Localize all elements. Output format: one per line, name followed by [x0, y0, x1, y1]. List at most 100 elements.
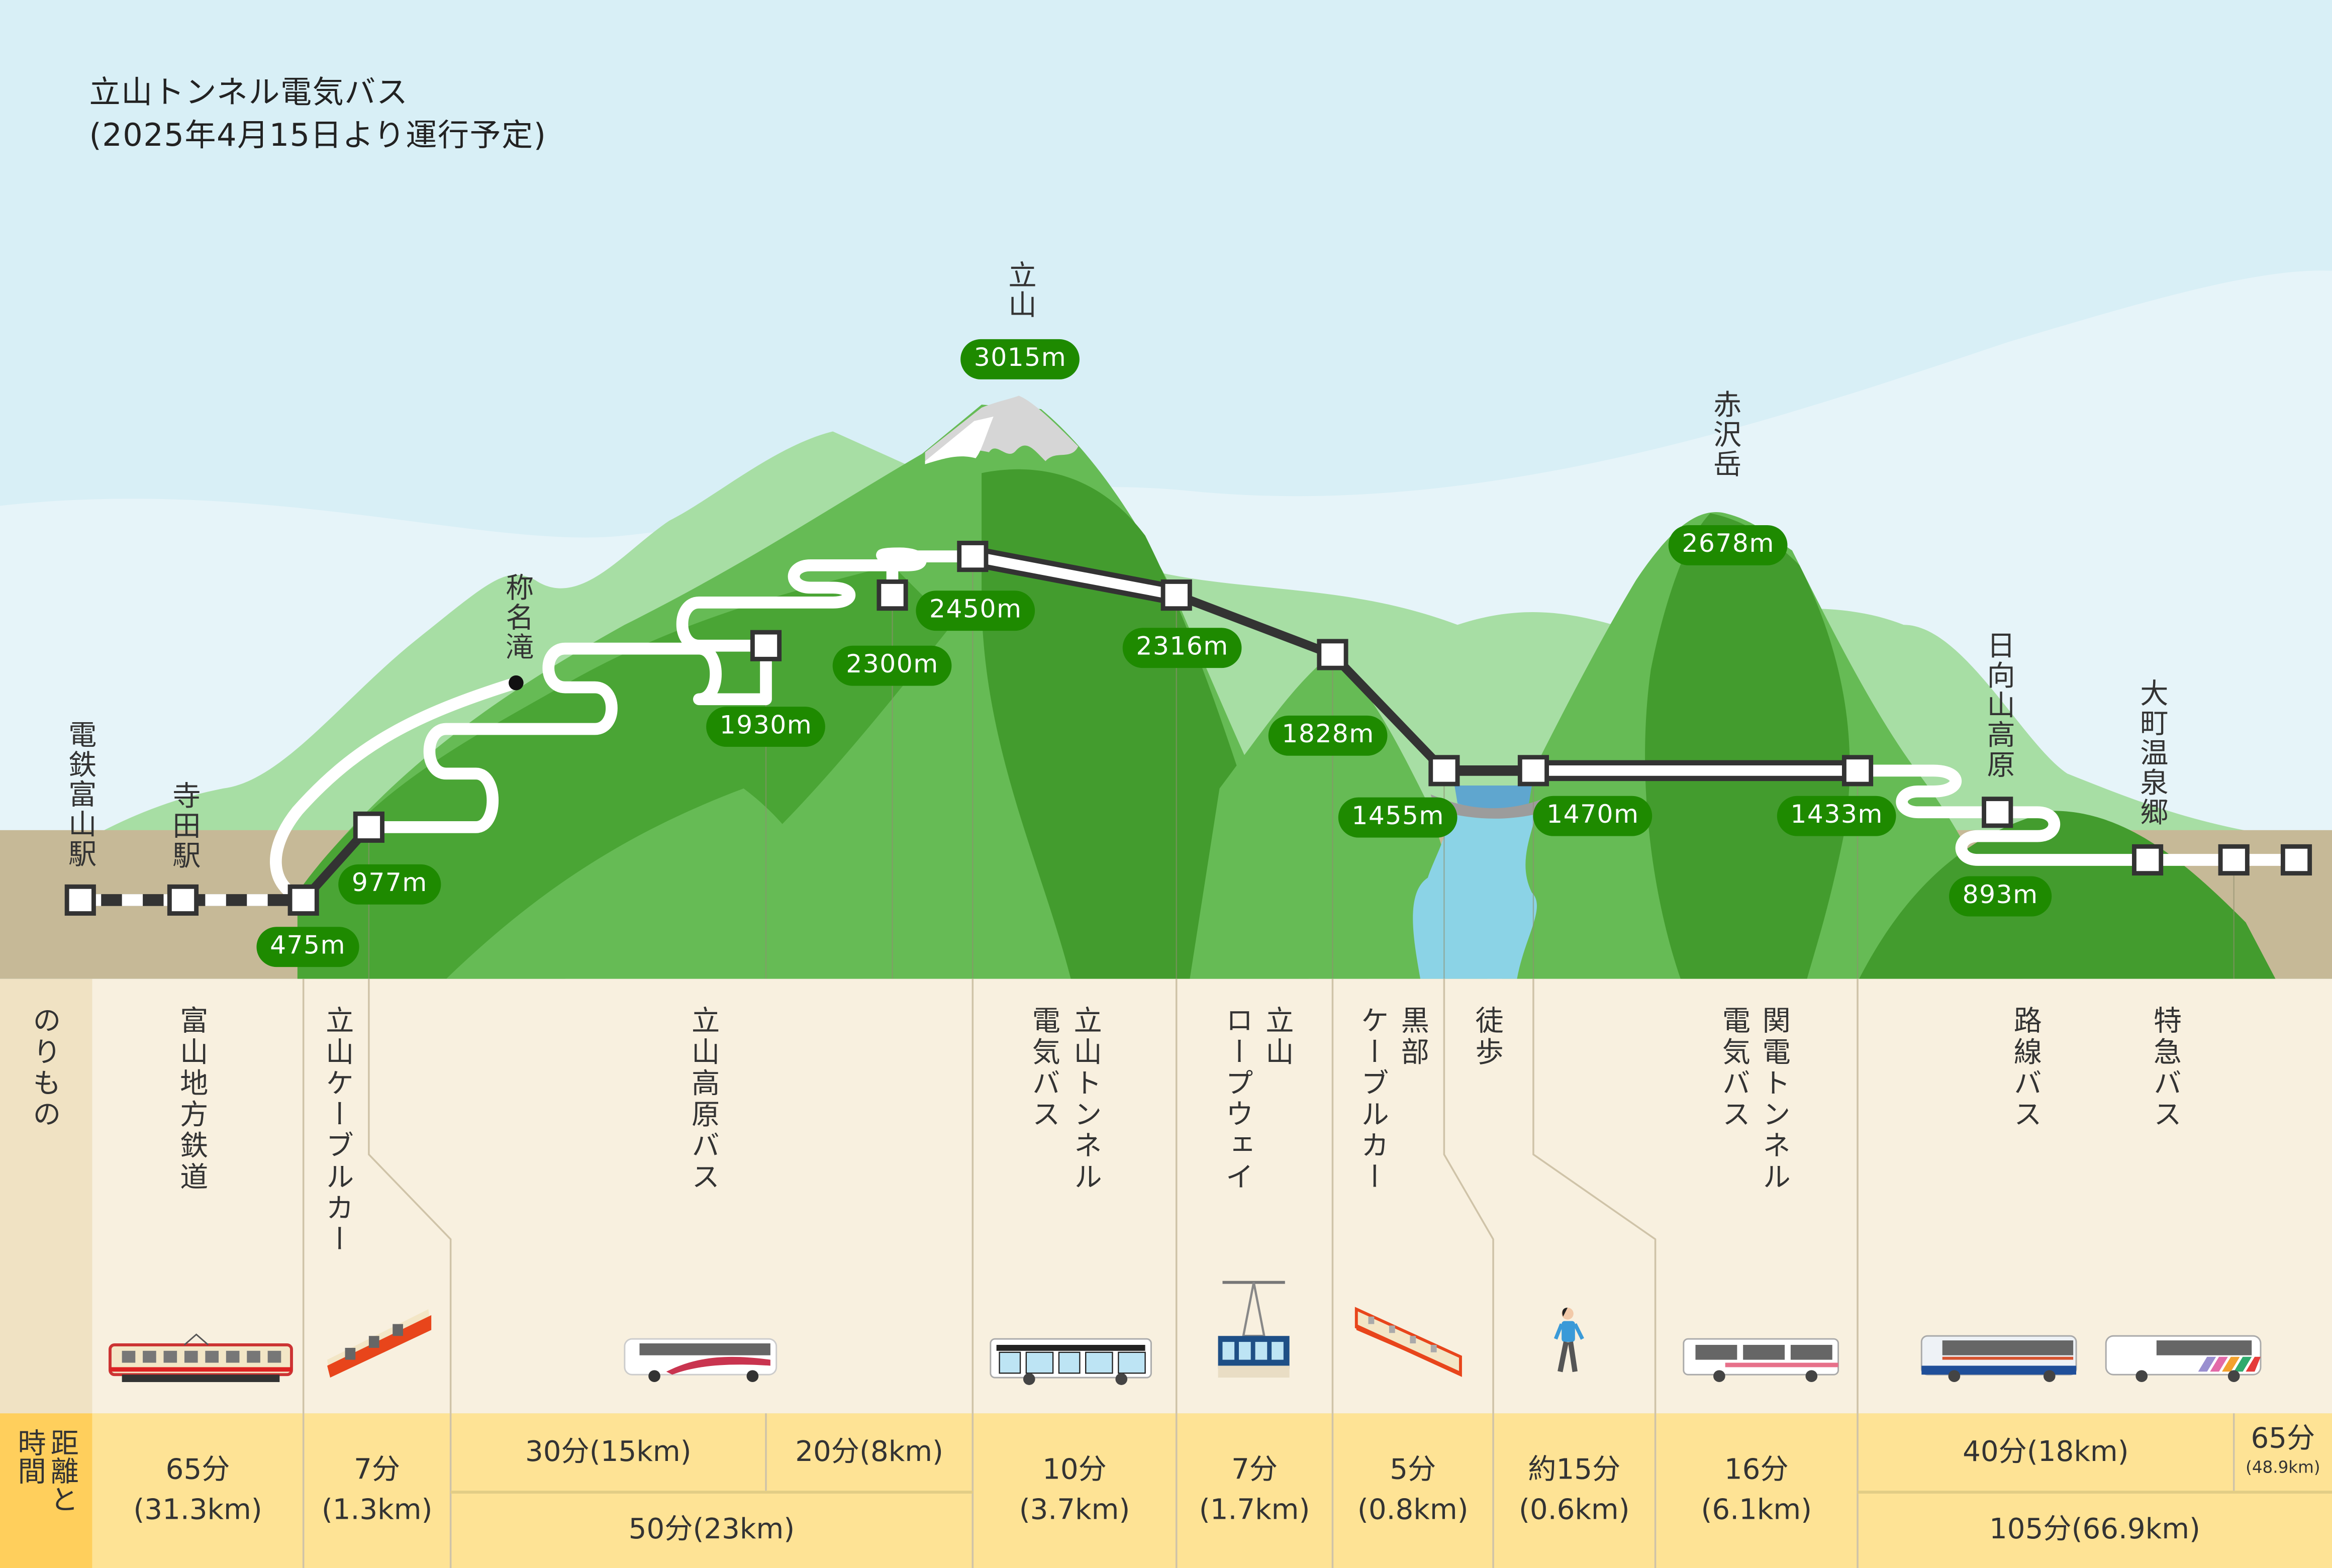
station-marker-omachi-2: [2218, 844, 2250, 876]
mode-label-kanden-tunnel-bus-2: 電気バス: [1717, 1006, 1751, 1131]
tateyama-snow-light: [925, 416, 994, 464]
time-cell-tateyama-tunnel-bus: 10分 (3.7km): [973, 1413, 1176, 1568]
altitude-badge-akazawa: 2678m: [1668, 525, 1788, 565]
mode-label-ropeway-1: 立山: [1261, 1006, 1294, 1068]
mode-label-tateyama-cable-car: 立山ケーブルカー: [321, 1006, 354, 1256]
ropeway-icon: [1218, 1281, 1290, 1378]
station-label-terada: 寺田駅: [168, 781, 201, 870]
express-bus-icon: [2105, 1335, 2262, 1383]
time-distance-row: [92, 1413, 2332, 1568]
time-cell-highland-bus-total: 50分(23km): [451, 1492, 973, 1568]
time-value: 16分: [1724, 1453, 1789, 1487]
distance-value: (6.1km): [1701, 1494, 1812, 1527]
column-dividers: [302, 978, 2332, 1568]
time-value: 65分: [165, 1453, 230, 1487]
time-value: 7分: [1231, 1453, 1278, 1487]
distance-value: (0.6km): [1518, 1494, 1630, 1527]
time-cell-ropeway: 7分 (1.7km): [1177, 1413, 1333, 1568]
akazawa-shadow: [1645, 513, 1850, 979]
station-marker-kurobe-dam: [1517, 755, 1549, 787]
station-marker-kurobeko: [1428, 755, 1460, 787]
station-marker-bijodaira: [353, 811, 384, 843]
altitude-badge-shinano-omachi: 893m: [1949, 876, 2052, 917]
kurobe-dam: [1430, 794, 1547, 819]
route-kurobe-cable: [1329, 651, 1447, 774]
mode-label-walking: 徒歩: [1471, 1006, 1504, 1068]
time-header-part1: 時間: [13, 1428, 46, 1485]
time-header-part2: 距離と: [46, 1428, 79, 1513]
walking-person-icon: [1553, 1308, 1584, 1373]
altitude-badge-daikanbo: 2316m: [1122, 628, 1242, 668]
time-cell-kurobe-cable: 5分 (0.8km): [1332, 1413, 1493, 1568]
peak-label-tateyama: 立山: [1004, 260, 1037, 320]
time-cell-bus-total: 105分(66.9km): [1858, 1492, 2332, 1568]
route-profile-illustration: [0, 270, 2332, 979]
transport-table: のりもの 時間 距離と: [0, 978, 2332, 1568]
landmark-label-shomyo-falls: 称名滝: [501, 572, 534, 662]
time-cell-highland-bus-section-1: 30分(15km): [451, 1413, 766, 1492]
time-value: 65分: [2251, 1421, 2315, 1454]
time-value: 10分: [1042, 1453, 1107, 1487]
time-value: 7分: [354, 1453, 401, 1487]
station-marker-murodo: [957, 541, 989, 572]
mode-label-kurobe-cable-2: ケーブルカー: [1356, 1006, 1389, 1194]
left-slope-light: [446, 788, 863, 979]
electric-bus-icon-tateyama: [990, 1338, 1152, 1385]
time-cell-highland-bus-section-2: 20分(8km): [766, 1413, 973, 1492]
altitude-badge-kurobedaira: 1828m: [1268, 715, 1388, 756]
distance-value: (1.7km): [1199, 1494, 1310, 1527]
route-ropeway: [1175, 591, 1334, 659]
time-distance-header-2: 距離と: [45, 1428, 80, 1513]
mode-label-ropeway-2: ロープウェイ: [1221, 1006, 1254, 1194]
left-slope: [297, 565, 952, 979]
coach-bus-icon: [624, 1338, 778, 1383]
peak-label-akazawa: 赤沢岳: [1709, 389, 1742, 479]
mode-label-tateyama-highland-bus: 立山高原バス: [687, 1006, 720, 1194]
route-highland-bus: [363, 547, 979, 833]
time-distance-value: 40分(18km): [1963, 1435, 2129, 1468]
station-label-omachi-onsen: 大町温泉郷: [2135, 678, 2169, 827]
station-marker-daikanbo: [1160, 579, 1192, 611]
route-tateyama-tunnel-inner: [971, 551, 1178, 601]
altitude-badge-murodo: 2450m: [916, 591, 1036, 631]
dam-reservoir: [1454, 785, 1532, 809]
station-marker-tateyama: [287, 884, 319, 916]
shomyo-falls-marker: [509, 675, 524, 691]
altitude-badge-kurobeko: 1455m: [1338, 797, 1458, 838]
station-label-dentetsu-toyama: 電鉄富山駅: [64, 720, 97, 869]
altitude-badge-tateyama: 3015m: [960, 339, 1080, 379]
time-cell-walking: 約15分 (0.6km): [1493, 1413, 1656, 1568]
altitude-badge-tengudaira: 2300m: [832, 645, 952, 686]
train-icon: [109, 1333, 293, 1383]
time-cell-express-bus: 65分 (48.9km): [2234, 1413, 2332, 1492]
time-distance-value: 105分(66.9km): [1989, 1513, 2200, 1546]
station-marker-tengudaira: [877, 579, 908, 611]
mode-label-express-bus: 特急バス: [2149, 1006, 2182, 1131]
distance-value: (0.8km): [1357, 1494, 1469, 1527]
station-marker-dentetsu-toyama: [64, 884, 96, 916]
vehicles-header-cell: のりもの: [0, 978, 92, 1414]
title-line-1: 立山トンネル電気バス: [89, 74, 409, 111]
mode-label-kurobe-cable-1: 黒部: [1396, 1006, 1429, 1068]
station-marker-kurobedaira: [1317, 639, 1348, 670]
time-value: 約15分: [1528, 1453, 1621, 1487]
mode-label-toyama-chiho-railway: 富山地方鉄道: [175, 1006, 209, 1194]
altitude-badge-kurobe-dam: 1470m: [1533, 796, 1653, 836]
funicular-icon: [1354, 1307, 1462, 1377]
time-distance-value: 50分(23km): [628, 1513, 795, 1546]
time-cell-toyama-railway: 65分 (31.3km): [92, 1413, 303, 1568]
mode-label-tateyama-tunnel-bus-2: 電気バス: [1027, 1006, 1060, 1131]
station-marker-midagahara: [750, 630, 782, 661]
distance-value: (48.9km): [2246, 1457, 2320, 1477]
distance-value: (31.3km): [133, 1494, 262, 1527]
time-distance-header: 時間: [12, 1428, 48, 1485]
time-distance-value: 30分(15km): [525, 1435, 692, 1468]
mode-label-route-bus: 路線バス: [2009, 1006, 2042, 1131]
time-cell-route-bus: 40分(18km): [1858, 1413, 2234, 1492]
altitude-badge-bijodaira: 977m: [338, 864, 441, 905]
title-line-2: (2025年4月15日より運行予定): [89, 117, 547, 153]
time-cell-tateyama-cable: 7分 (1.3km): [304, 1413, 451, 1568]
station-label-hinatayama: 日向山高原: [1982, 631, 2015, 780]
time-value: 5分: [1390, 1453, 1436, 1487]
route-shomyo-road: [270, 676, 522, 906]
